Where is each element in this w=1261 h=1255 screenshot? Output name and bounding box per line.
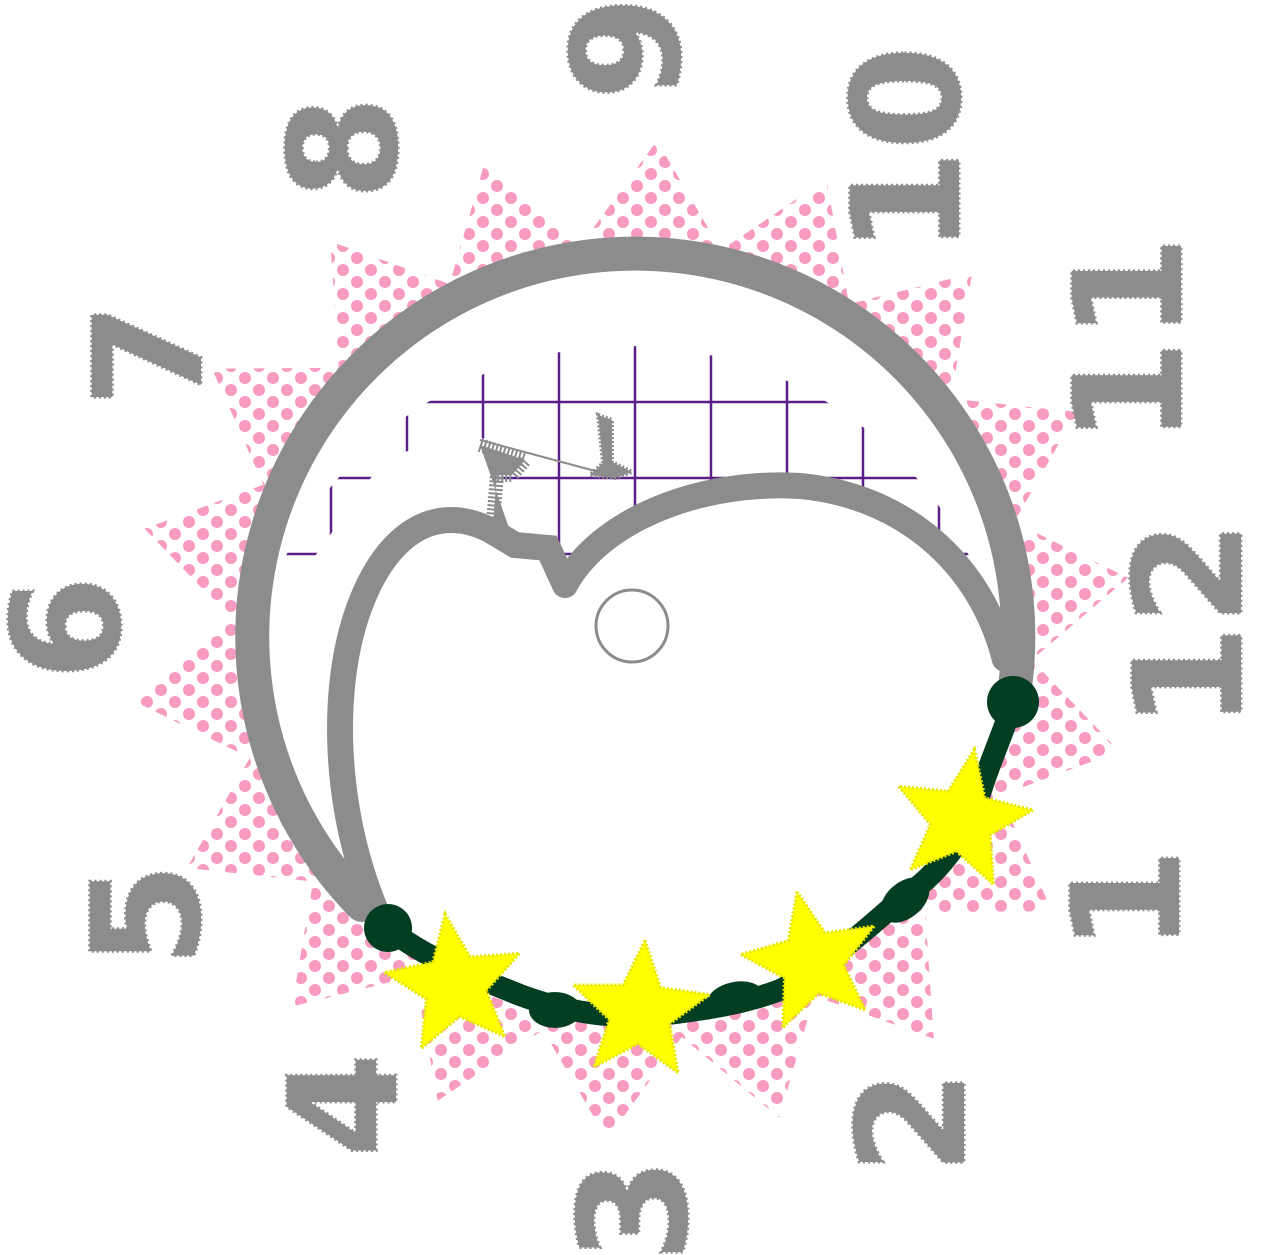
numeral-5: 5 — [61, 863, 235, 967]
star-4 — [736, 887, 878, 1032]
center-hole — [594, 588, 670, 664]
numeral-2: 2 — [826, 1070, 1000, 1174]
star-3 — [569, 936, 714, 1077]
apple-stem — [477, 438, 532, 552]
numeral-9: 9 — [541, 0, 715, 100]
numeral-10: 10 — [821, 46, 995, 255]
star-2 — [380, 909, 524, 1053]
numeral-4: 4 — [258, 1053, 432, 1157]
numeral-1: 1 — [1041, 848, 1215, 952]
star-garland — [380, 745, 1038, 1077]
numeral-3: 3 — [548, 1158, 722, 1255]
numeral-12: 12 — [1103, 521, 1261, 730]
numeral-6: 6 — [0, 576, 155, 680]
numeral-7: 7 — [63, 303, 237, 407]
star-1 — [894, 745, 1038, 889]
dial-ring — [235, 236, 1036, 922]
apple-outline — [327, 472, 1018, 933]
numeral-8: 8 — [258, 96, 432, 200]
clock-hand — [479, 412, 638, 481]
numeral-11: 11 — [1043, 236, 1217, 445]
